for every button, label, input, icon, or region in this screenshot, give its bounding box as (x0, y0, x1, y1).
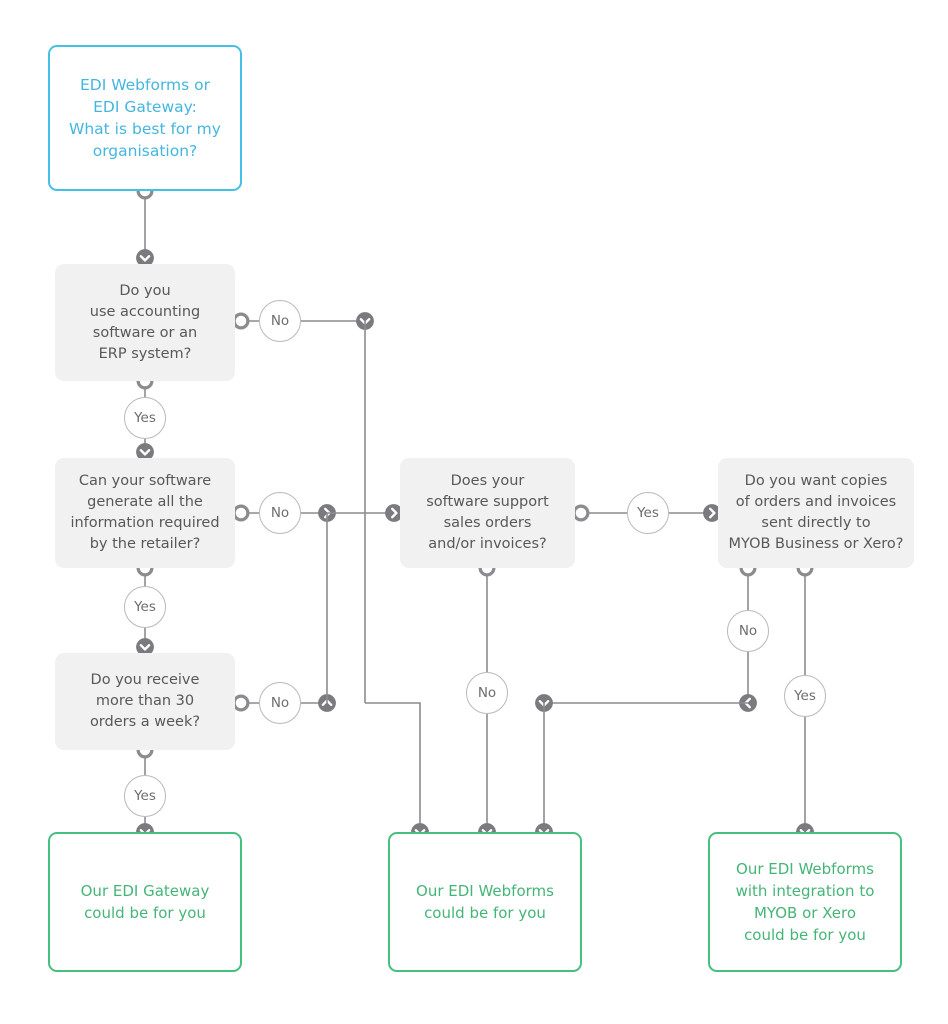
node-question-generate-information-label: Can your software generate all the infor… (70, 473, 220, 552)
node-result-edi-gateway[interactable]: Our EDI Gateway could be for you (48, 832, 242, 972)
edge-label-yes-copies[interactable]: Yes (784, 675, 826, 717)
edge-label-no-copies[interactable]: No (727, 610, 769, 652)
edge-label-no-accounting[interactable]: No (259, 300, 301, 342)
edge-label-no-copies-text: No (738, 623, 758, 639)
node-start-label: EDI Webforms or EDI Gateway: What is bes… (69, 76, 221, 160)
edge-label-yes-orders[interactable]: Yes (124, 775, 166, 817)
edge-label-no-support[interactable]: No (466, 672, 508, 714)
edge-label-yes-generate-text: Yes (134, 599, 156, 615)
edge-label-no-generate[interactable]: No (259, 492, 301, 534)
node-question-copies-myob-xero-label: Do you want copies of orders and invoice… (728, 473, 904, 552)
edge-label-no-orders-text: No (270, 695, 290, 711)
edge-label-yes-generate[interactable]: Yes (124, 586, 166, 628)
edge-label-no-generate-text: No (270, 505, 290, 521)
node-question-generate-information[interactable]: Can your software generate all the infor… (55, 458, 235, 568)
node-result-edi-webforms[interactable]: Our EDI Webforms could be for you (388, 832, 582, 972)
node-question-software-support[interactable]: Does your software support sales orders … (400, 458, 575, 568)
edge-label-no-support-text: No (477, 685, 497, 701)
edge-accounting-no-tail (365, 702, 429, 841)
node-question-orders-per-week[interactable]: Do you receive more than 30 orders a wee… (55, 653, 235, 750)
node-question-accounting-software[interactable]: Do you use accounting software or an ERP… (55, 264, 235, 381)
edge-label-yes-support[interactable]: Yes (627, 492, 669, 534)
node-question-accounting-software-label: Do you use accounting software or an ERP… (89, 282, 201, 362)
edge-label-yes-copies-text: Yes (794, 688, 816, 704)
edge-label-yes-support-text: Yes (637, 505, 659, 521)
node-result-edi-gateway-label: Our EDI Gateway could be for you (80, 882, 210, 922)
edge-label-yes-orders-text: Yes (134, 788, 156, 804)
node-result-edi-webforms-label: Our EDI Webforms could be for you (416, 882, 554, 922)
edge-label-yes-accounting[interactable]: Yes (124, 397, 166, 439)
node-result-edi-webforms-integration[interactable]: Our EDI Webforms with integration to MYO… (708, 832, 902, 972)
node-question-copies-myob-xero[interactable]: Do you want copies of orders and invoice… (718, 458, 914, 568)
node-start[interactable]: EDI Webforms or EDI Gateway: What is bes… (48, 45, 242, 191)
edge-label-no-accounting-text: No (270, 313, 290, 329)
edge-label-yes-accounting-text: Yes (134, 410, 156, 426)
node-question-orders-per-week-label: Do you receive more than 30 orders a wee… (89, 672, 201, 730)
node-result-edi-webforms-integration-label: Our EDI Webforms with integration to MYO… (735, 860, 875, 944)
edge-label-no-orders[interactable]: No (259, 682, 301, 724)
node-question-software-support-label: Does your software support sales orders … (426, 473, 549, 552)
